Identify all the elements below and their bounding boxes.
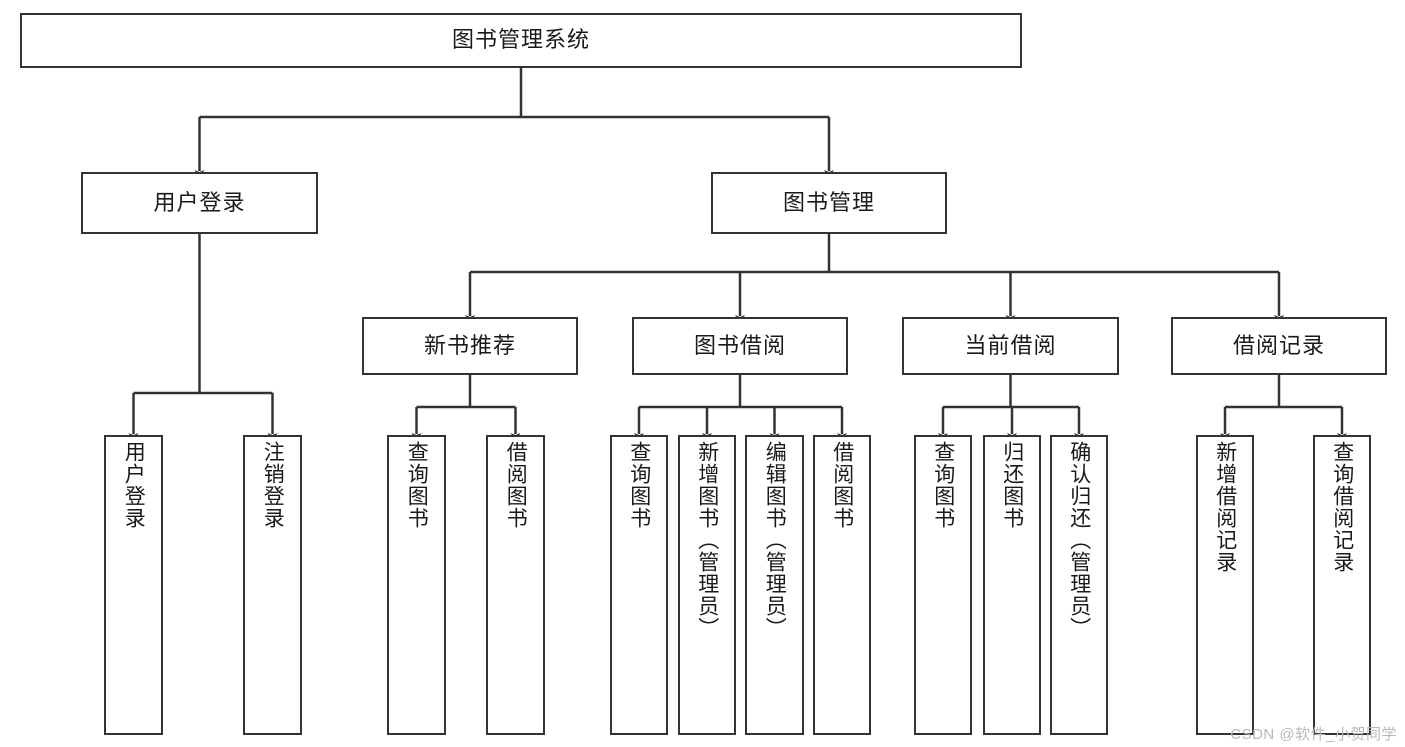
node-label: 新书推荐 <box>423 332 516 358</box>
node-leaf-return-book[interactable]: 归还图书 <box>983 435 1041 735</box>
node-label: 借阅图书 <box>830 441 854 529</box>
node-borrow-record[interactable]: 借阅记录 <box>1171 317 1387 375</box>
node-leaf-add-record[interactable]: 新增借阅记录 <box>1196 435 1254 735</box>
node-label: 用户登录 <box>153 189 246 215</box>
node-label: 查询图书 <box>405 441 429 529</box>
node-label: 编辑图书（管理员） <box>763 441 787 639</box>
node-label: 新增图书（管理员） <box>695 441 719 639</box>
node-label: 借阅记录 <box>1232 332 1325 358</box>
node-leaf-query-book-cur[interactable]: 查询图书 <box>914 435 972 735</box>
node-user-login[interactable]: 用户登录 <box>81 172 318 234</box>
connector-lines <box>128 68 1347 441</box>
node-book-borrow[interactable]: 图书借阅 <box>632 317 848 375</box>
node-leaf-edit-book[interactable]: 编辑图书（管理员） <box>745 435 804 735</box>
node-label: 确认归还（管理员） <box>1067 441 1091 639</box>
node-leaf-query-record[interactable]: 查询借阅记录 <box>1313 435 1371 735</box>
node-label: 查询图书 <box>627 441 651 529</box>
node-book-manage[interactable]: 图书管理 <box>711 172 947 234</box>
node-label: 归还图书 <box>1000 441 1024 529</box>
node-label: 用户登录 <box>122 441 146 529</box>
node-leaf-logout[interactable]: 注销登录 <box>243 435 302 735</box>
node-label: 借阅图书 <box>504 441 528 529</box>
node-label: 图书借阅 <box>693 332 786 358</box>
node-leaf-borrow-book[interactable]: 借阅图书 <box>813 435 871 735</box>
node-leaf-query-book-borrow[interactable]: 查询图书 <box>610 435 668 735</box>
node-leaf-confirm-return[interactable]: 确认归还（管理员） <box>1050 435 1108 735</box>
node-label: 图书管理系统 <box>451 27 590 53</box>
node-label: 新增借阅记录 <box>1213 441 1237 573</box>
node-leaf-query-book-rec[interactable]: 查询图书 <box>387 435 446 735</box>
node-label: 当前借阅 <box>964 332 1057 358</box>
node-leaf-borrow-book-rec[interactable]: 借阅图书 <box>486 435 545 735</box>
node-label: 注销登录 <box>261 441 285 529</box>
node-current-borrow[interactable]: 当前借阅 <box>902 317 1119 375</box>
node-label: 查询图书 <box>931 441 955 529</box>
node-label: 查询借阅记录 <box>1330 441 1354 573</box>
node-leaf-user-login[interactable]: 用户登录 <box>104 435 163 735</box>
node-label: 图书管理 <box>782 189 875 215</box>
node-root[interactable]: 图书管理系统 <box>20 13 1022 68</box>
node-leaf-add-book[interactable]: 新增图书（管理员） <box>678 435 736 735</box>
node-new-book-rec[interactable]: 新书推荐 <box>362 317 578 375</box>
